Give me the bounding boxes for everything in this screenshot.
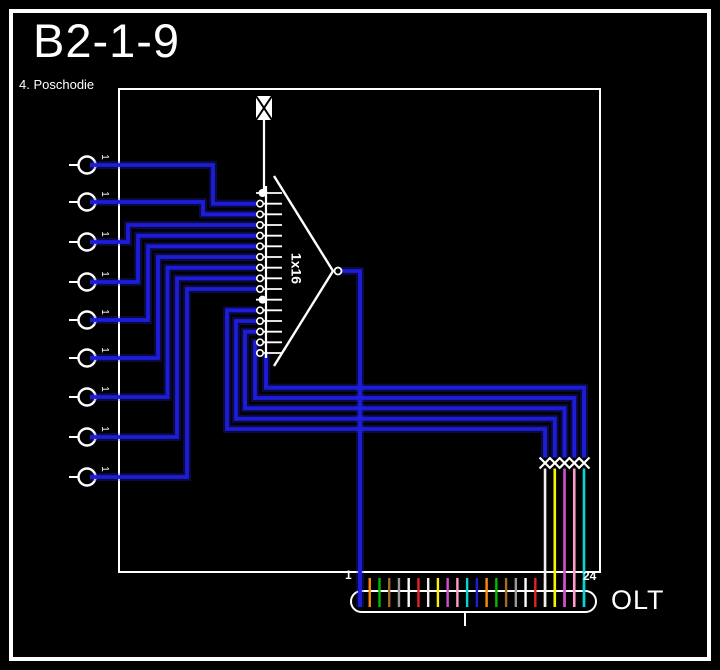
fiber-cable xyxy=(90,223,256,244)
outlet-port-label: 1 xyxy=(99,231,110,237)
fiber-cable xyxy=(90,265,256,399)
outlet-port-label: 1 xyxy=(99,271,110,277)
splitter-port-circle xyxy=(255,263,264,272)
splitter-port-circle xyxy=(255,210,264,219)
splice-x-icon xyxy=(567,456,581,470)
outlet-port-label: 1 xyxy=(99,426,110,432)
splice-x-icon xyxy=(548,456,562,470)
floor-subtitle: 4. Poschodie xyxy=(19,77,95,92)
fiber-cable xyxy=(253,340,577,458)
splitter-port-marker-dot xyxy=(258,189,267,197)
olt-splice-tray xyxy=(350,590,597,613)
outlet-port-label: 1 xyxy=(99,466,110,472)
fiber-cable xyxy=(90,163,256,206)
olt-first-port-label: 1 xyxy=(345,568,352,582)
splitter-port-circle xyxy=(255,348,264,357)
fiber-cable xyxy=(90,244,256,322)
splitter-port-circle xyxy=(255,338,264,347)
fiber-cable xyxy=(243,329,567,458)
splitter-port-circle xyxy=(255,231,264,240)
olt-last-port-label: 24 xyxy=(583,569,597,583)
splitter-structure-group xyxy=(255,95,591,626)
outer-frame xyxy=(9,9,711,661)
splitter-port-marker-dot xyxy=(258,295,267,304)
splitter-port-circle xyxy=(255,199,264,208)
splice-x-icon xyxy=(538,456,552,470)
fiber-cable-glow xyxy=(251,338,579,458)
splitter-port-circle xyxy=(255,306,264,315)
cable-routes-group xyxy=(90,161,588,607)
fiber-cable-glow xyxy=(90,161,256,208)
olt-label: OLT xyxy=(611,585,665,615)
outlet-port-label: 1 xyxy=(99,154,110,160)
fiber-cable xyxy=(90,200,256,217)
outlet-port-label: 1 xyxy=(99,191,110,197)
fiber-cable xyxy=(90,255,256,360)
splitter-triangle xyxy=(272,175,335,367)
splitter-ratio-label: 1x16 xyxy=(288,252,305,285)
fiber-cable xyxy=(90,287,256,479)
splitter-port-circle xyxy=(255,242,264,251)
closure-x-icon xyxy=(255,95,273,121)
fiber-cable xyxy=(90,233,256,284)
splice-x-icon xyxy=(577,456,591,470)
outlet-port-label: 1 xyxy=(99,309,110,315)
splice-x-icon xyxy=(558,456,571,470)
fiber-cable xyxy=(342,269,362,607)
splitter-port-circle xyxy=(255,284,264,293)
fiber-cable xyxy=(234,319,557,458)
outlet-port-label: 1 xyxy=(99,386,110,392)
splitter-port-circle xyxy=(255,327,264,336)
splitter-port-circle xyxy=(255,253,264,262)
olt-ticks-group xyxy=(358,468,586,607)
fiber-cable xyxy=(90,276,256,439)
fiber-cable xyxy=(225,308,547,458)
page-title: B2-1-9 xyxy=(33,14,181,67)
splitter-port-circle xyxy=(255,221,264,230)
fiber-cable-glow xyxy=(342,267,364,607)
outlet-port-label: 1 xyxy=(99,347,110,353)
splitter-common-port-circle xyxy=(333,266,343,276)
fiber-cable xyxy=(264,354,586,458)
splitter-port-circle xyxy=(255,274,264,283)
splitter-port-circle xyxy=(255,316,264,325)
